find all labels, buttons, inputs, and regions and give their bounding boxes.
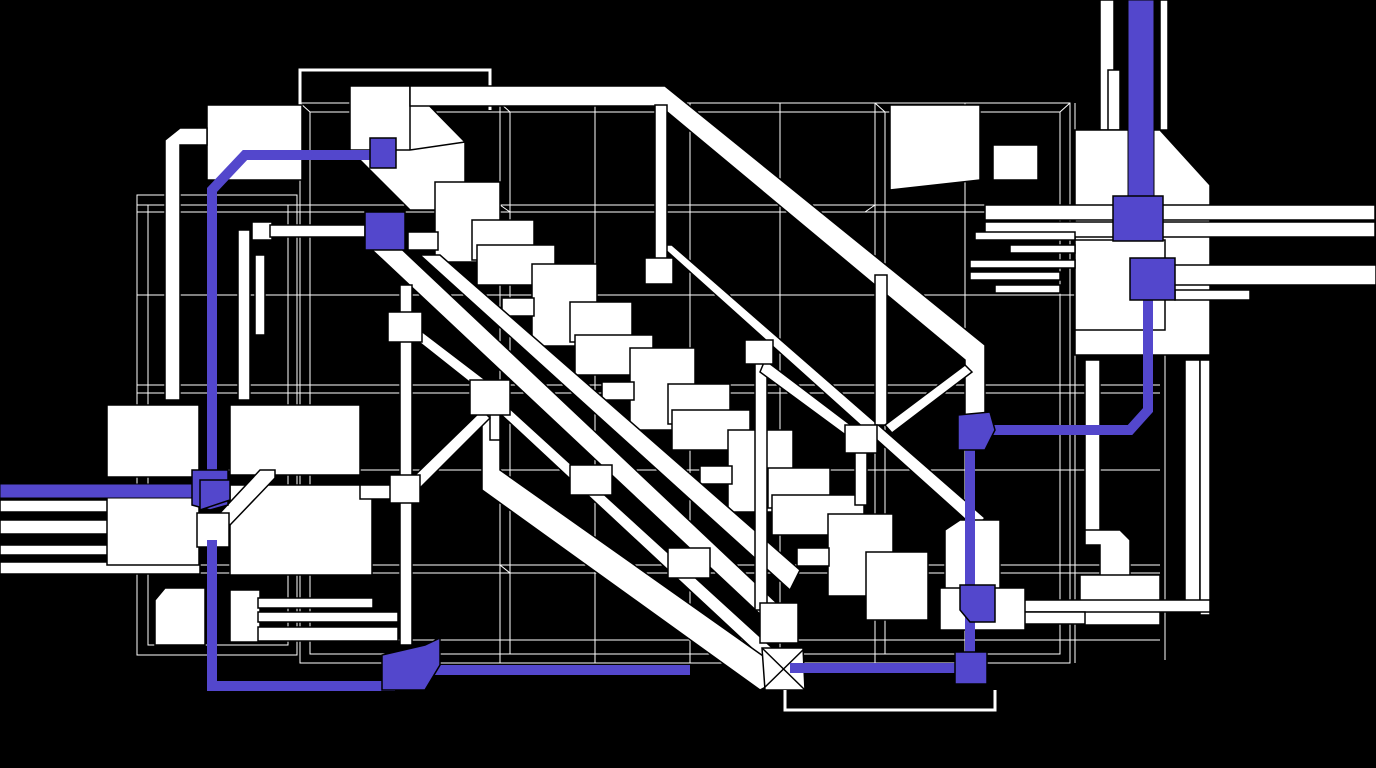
top-frame — [164, 68, 492, 401]
left-cluster — [0, 221, 399, 646]
block-staircase — [349, 85, 929, 621]
joints — [387, 257, 878, 691]
blue-pipes — [0, 0, 1176, 691]
right-cluster — [783, 0, 1376, 712]
